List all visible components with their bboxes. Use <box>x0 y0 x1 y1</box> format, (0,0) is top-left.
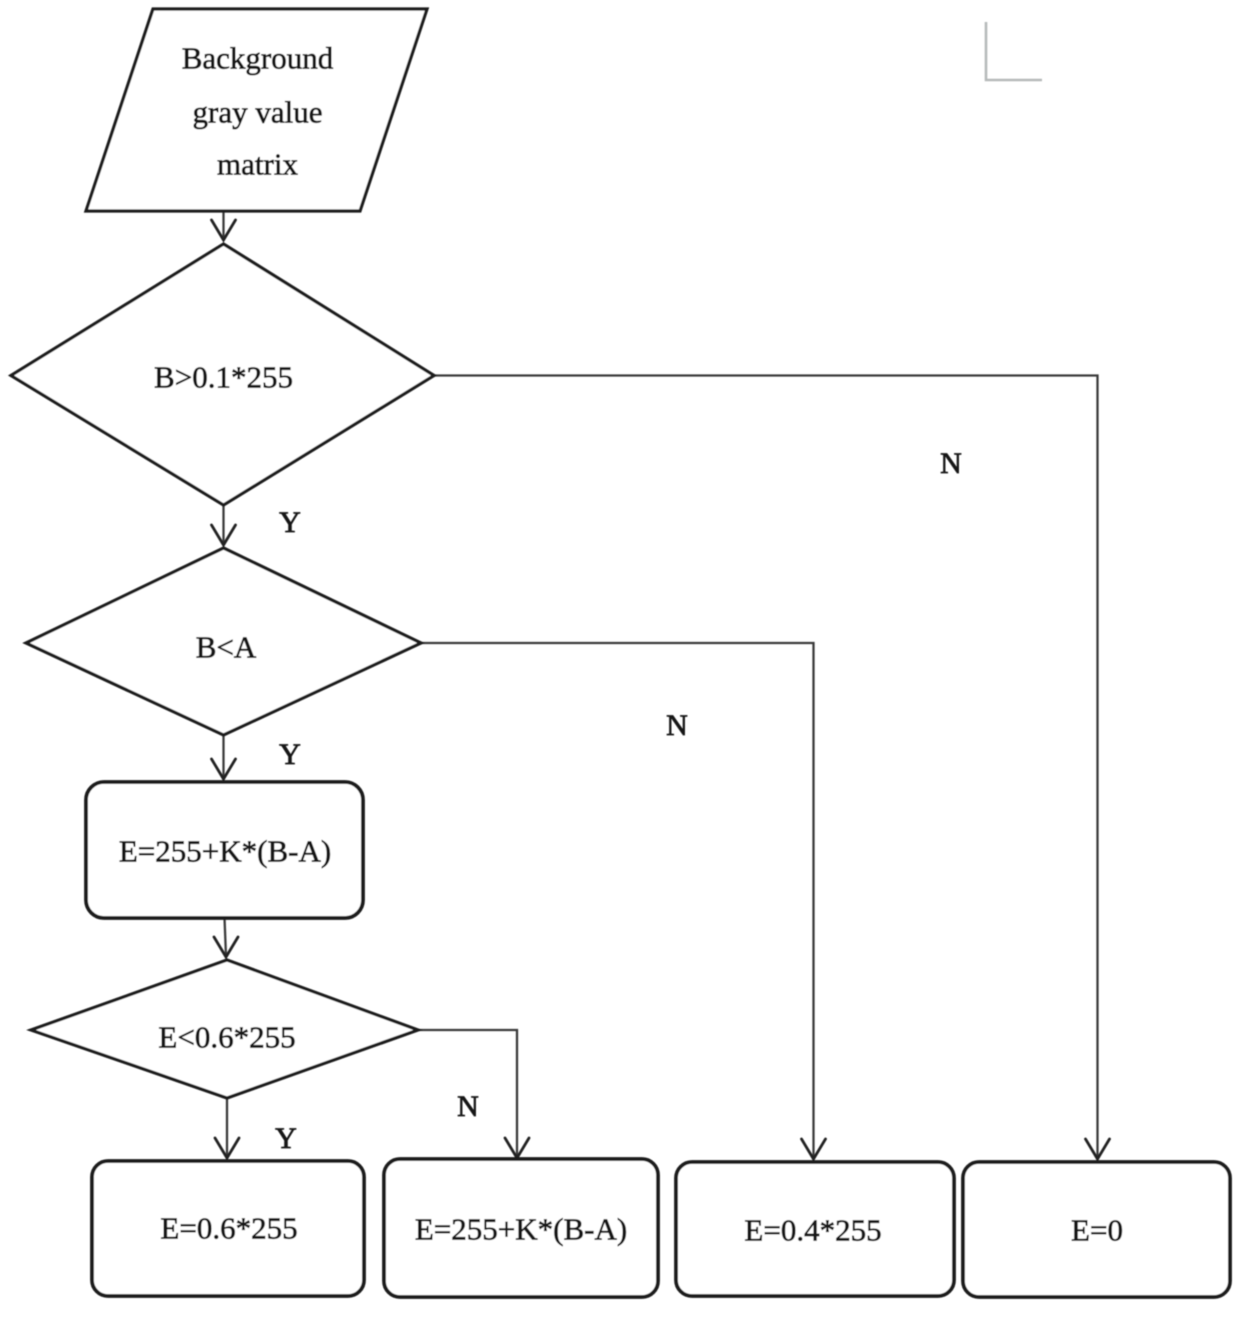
svg-text:E=255+K*(B-A): E=255+K*(B-A) <box>119 834 331 869</box>
svg-text:matrix: matrix <box>217 147 298 182</box>
svg-text:Y: Y <box>275 1122 297 1155</box>
svg-text:N: N <box>457 1090 479 1123</box>
svg-text:Background: Background <box>182 41 334 76</box>
svg-text:N: N <box>666 709 688 742</box>
svg-text:E=0.6*255: E=0.6*255 <box>160 1211 297 1246</box>
svg-text:N: N <box>940 447 962 480</box>
svg-text:E=0: E=0 <box>1071 1213 1123 1248</box>
svg-text:gray value: gray value <box>193 95 323 130</box>
svg-text:E<0.6*255: E<0.6*255 <box>158 1020 295 1055</box>
svg-text:Y: Y <box>279 738 301 771</box>
svg-text:E=255+K*(B-A): E=255+K*(B-A) <box>415 1212 627 1247</box>
svg-text:B<A: B<A <box>196 630 257 665</box>
svg-text:Y: Y <box>279 506 301 539</box>
svg-text:B>0.1*255: B>0.1*255 <box>154 360 293 395</box>
svg-text:E=0.4*255: E=0.4*255 <box>744 1213 881 1248</box>
